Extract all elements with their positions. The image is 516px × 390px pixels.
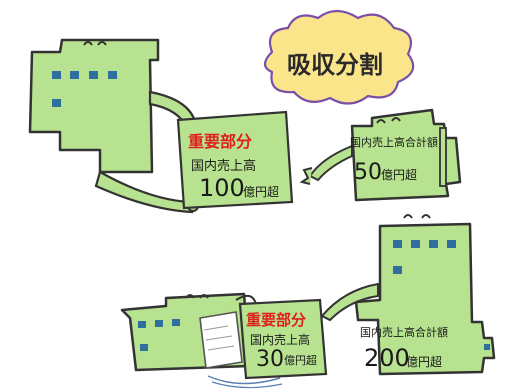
bottom-big-label: 国内売上高合計額 xyxy=(360,325,448,339)
top-small-amount: 50 xyxy=(354,160,382,185)
bottom-big-unit: 億円超 xyxy=(406,354,442,369)
bottom-transfer-document xyxy=(238,298,328,380)
top-small-unit: 億円超 xyxy=(381,167,417,182)
top-doc-amount: 100 xyxy=(199,174,245,202)
large-company-building-top xyxy=(28,38,199,214)
top-transfer-document xyxy=(176,110,294,210)
top-small-label: 国内売上高合計額 xyxy=(350,135,438,149)
top-doc-label: 国内売上高 xyxy=(191,158,256,174)
small-company-building-top xyxy=(299,108,462,202)
bottom-doc-label: 国内売上高 xyxy=(250,332,310,347)
absorption-split-cloud xyxy=(263,9,415,105)
bottom-big-amount: 200 xyxy=(364,344,410,372)
small-company-building-bottom xyxy=(120,292,283,389)
bottom-doc-heading: 重要部分 xyxy=(246,311,306,329)
bottom-doc-unit: 億円超 xyxy=(284,353,317,367)
top-doc-heading: 重要部分 xyxy=(188,132,252,151)
cloud-title: 吸収分割 xyxy=(287,51,383,79)
bottom-doc-amount: 30 xyxy=(256,347,284,372)
large-company-building-bottom xyxy=(320,214,496,376)
top-doc-unit: 億円超 xyxy=(243,184,279,199)
